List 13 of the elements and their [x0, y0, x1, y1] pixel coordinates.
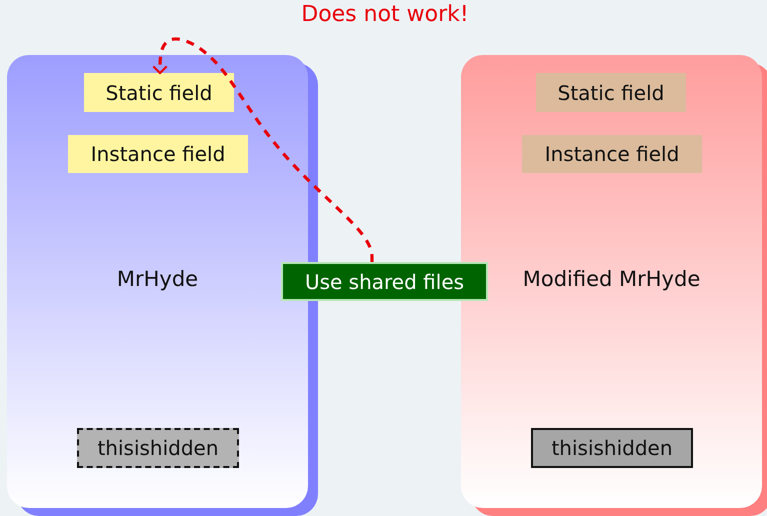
field-box: thisishidden — [531, 428, 693, 468]
field-box: thisishidden — [77, 428, 239, 468]
component-panel — [7, 55, 308, 508]
warning-text: Does not work! — [300, 2, 470, 27]
field-box: Instance field — [522, 135, 702, 173]
field-box: Instance field — [68, 135, 248, 173]
field-box: Static field — [84, 73, 234, 112]
field-box: Static field — [536, 73, 686, 112]
dashed-arrow — [152, 37, 374, 262]
component-label: MrHyde — [116, 267, 200, 291]
component-panel — [461, 55, 762, 508]
component-label: Modified MrHyde — [522, 267, 702, 291]
action-box: Use shared files — [281, 262, 488, 301]
